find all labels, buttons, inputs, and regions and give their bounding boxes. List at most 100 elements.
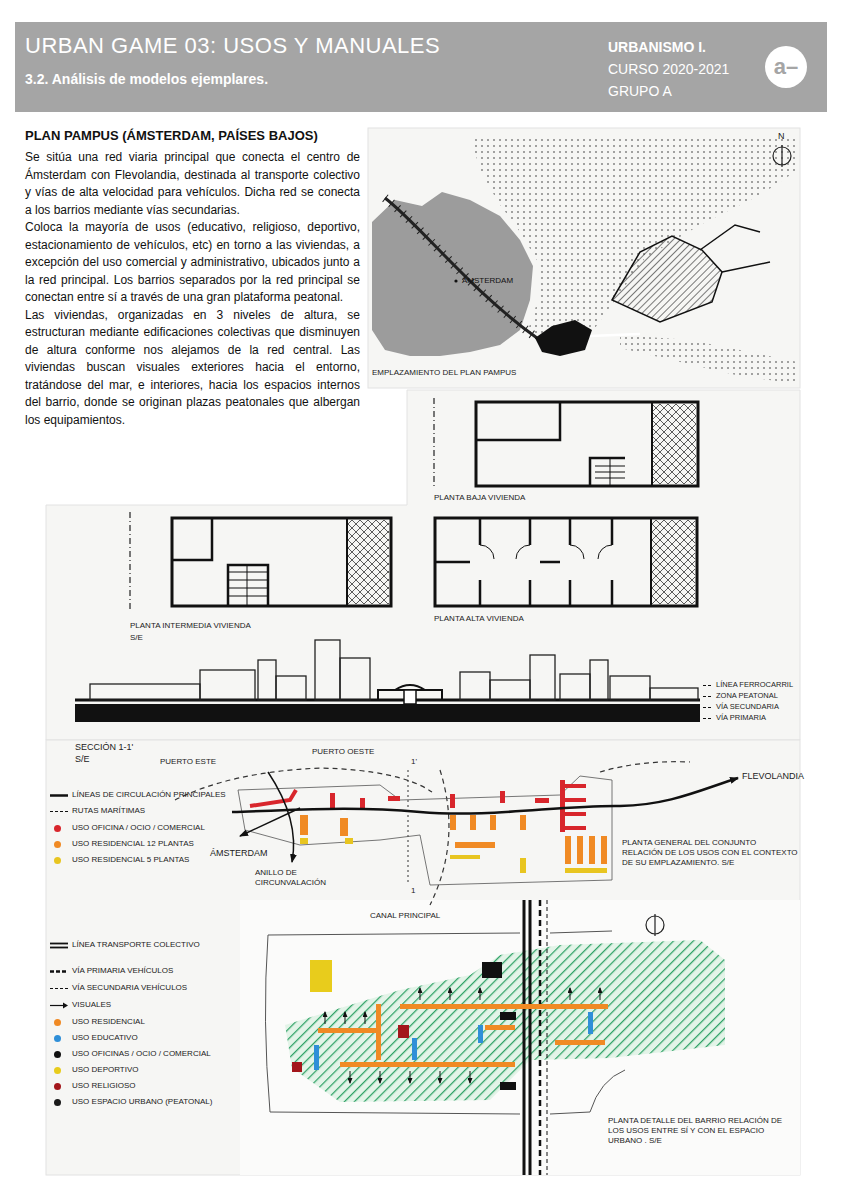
legend-row: LÍNEA TRANSPORTE COLECTIVO [50, 940, 51, 950]
page-title: URBAN GAME 03: USOS Y MANUALES [25, 32, 440, 60]
header-band: URBAN GAME 03: USOS Y MANUALES 3.2. Análi… [15, 22, 827, 112]
legend-text: VÍA SECUNDARIA VEHÍCULOS [72, 983, 187, 993]
drawing-caption: PLANTA GENERAL DEL CONJUNTO RELACIÓN DE … [622, 838, 798, 868]
legend-text: USO DEPORTIVO [72, 1065, 139, 1075]
logo-text: a– [774, 55, 798, 79]
map-label: ÁMSTERDAM [462, 276, 513, 286]
north-mark: N [778, 131, 785, 141]
legend-sample [703, 692, 713, 701]
legend-line-sample [50, 942, 68, 944]
section-mark: 1 [411, 886, 415, 896]
legend-swatch [54, 1035, 61, 1042]
map-label: PUERTO OESTE [312, 747, 374, 757]
legend-text: RUTAS MARÍTIMAS [72, 806, 145, 816]
legend-text: USO EDUCATIVO [72, 1033, 138, 1043]
legend-swatch [54, 841, 61, 848]
legend-sample [50, 984, 68, 993]
legend-line-sample [50, 1004, 64, 1005]
legend-line-sample [50, 794, 68, 797]
legend-text: USO RELIGIOSO [72, 1081, 136, 1091]
legend-text: ZONA PEATONAL [716, 691, 778, 701]
legend-text: VÍA PRIMARIA [716, 713, 766, 723]
legend-swatch [54, 1019, 61, 1026]
legend-row: LÍNEAS DE CIRCULACIÓN PRINCIPALES [50, 790, 51, 800]
legend-row: USO OFICINA / OCIO / COMERCIAL [50, 823, 51, 833]
legend-text: USO OFICINAS / OCIO / COMERCIAL [72, 1049, 211, 1059]
legend-text: LÍNEA FERROCARRIL [716, 680, 793, 690]
legend-row: USO RESIDENCIAL 12 PLANTAS [50, 839, 51, 849]
legend-row: RUTAS MARÍTIMAS [50, 806, 51, 816]
legend-row: USO ESPACIO URBANO (PEATONAL) [50, 1097, 51, 1107]
drawing-caption: PLANTA DETALLE DEL BARRIO RELACIÓN DE LO… [608, 1116, 793, 1146]
legend-row: USO RESIDENCIAL [50, 1017, 51, 1027]
legend-swatch [54, 1067, 61, 1074]
body-paragraph: Las viviendas, organizadas en 3 niveles … [25, 307, 360, 430]
legend-line-sample [50, 946, 68, 948]
logo-circle: a– [765, 46, 807, 88]
legend-line-sample [50, 987, 68, 988]
legend-row: VÍA PRIMARIA VEHÍCULOS [50, 966, 51, 976]
drawing-caption: EMPLAZAMIENTO DEL PLAN PAMPUS [372, 368, 516, 378]
drawing-caption: PLANTA ALTA VIVIENDA [434, 614, 524, 624]
legend-swatch [54, 1099, 61, 1106]
legend-swatch [54, 825, 61, 832]
map-label: ÁMSTERDAM [210, 848, 268, 859]
legend-swatch [54, 1051, 61, 1058]
legend-text: VÍA SECUNDARIA [716, 702, 779, 712]
body-paragraph: Se sitúa una red viaria principal que co… [25, 149, 360, 219]
legend-text: LÍNEA TRANSPORTE COLECTIVO [72, 940, 200, 950]
drawing-caption: SECCIÓN 1-1' [75, 742, 133, 753]
legend-swatch [54, 857, 61, 864]
legend-text: VISUALES [72, 1000, 111, 1010]
legend-text: VÍA PRIMARIA VEHÍCULOS [72, 966, 173, 976]
legend-sample [703, 703, 713, 712]
legend-sample [50, 1001, 68, 1010]
legend-row: USO DEPORTIVO [50, 1065, 51, 1075]
legend-row: USO OFICINAS / OCIO / COMERCIAL [50, 1049, 51, 1059]
header-text: 3.2. Análisis de modelos ejemplares. [25, 70, 268, 88]
map-label: PUERTO ESTE [160, 757, 216, 767]
legend-row: VÍA PRIMARIA [703, 713, 704, 723]
legend-swatch [54, 1083, 61, 1090]
section-mark: 1' [411, 757, 417, 767]
legend-text: USO OFICINA / OCIO / COMERCIAL [72, 823, 205, 833]
legend-row: ZONA PEATONAL [703, 691, 704, 701]
legend-row: USO RELIGIOSO [50, 1081, 51, 1091]
legend-row: LÍNEA FERROCARRIL [703, 680, 704, 690]
legend-sample [703, 681, 713, 690]
map-label: ANILLO DE CIRCUNVALACIÓN [255, 868, 355, 888]
legend-line-sample [703, 684, 713, 685]
legend-line-sample [703, 695, 713, 696]
legend-row: VÍA SECUNDARIA [703, 702, 704, 712]
header-text: CURSO 2020-2021 [608, 60, 729, 78]
legend-text: USO RESIDENCIAL 12 PLANTAS [72, 839, 194, 849]
legend-text: USO RESIDENCIAL [72, 1017, 145, 1027]
legend-sample [50, 941, 68, 950]
body-paragraph: Coloca la mayoría de usos (educativo, re… [25, 219, 360, 307]
legend-line-sample [50, 810, 68, 811]
legend-sample [50, 791, 68, 800]
legend-row: VÍA SECUNDARIA VEHÍCULOS [50, 983, 51, 993]
header-text: URBANISMO I. [608, 38, 706, 56]
scale-note: S/E [130, 633, 143, 643]
legend-line-sample [703, 706, 713, 707]
legend-line-sample [703, 717, 713, 718]
header-text: GRUPO A [608, 82, 672, 100]
map-label: CANAL PRINCIPAL [370, 911, 440, 921]
legend-line-sample [50, 970, 68, 973]
legend-row: USO RESIDENCIAL 5 PLANTAS [50, 855, 51, 865]
legend-row: USO EDUCATIVO [50, 1033, 51, 1043]
legend-sample [50, 967, 68, 976]
legend-text: USO ESPACIO URBANO (PEATONAL) [72, 1097, 212, 1107]
legend-arrowhead [63, 1002, 68, 1008]
legend-row: VISUALES [50, 1000, 51, 1010]
legend-sample [50, 807, 68, 816]
legend-text: LÍNEAS DE CIRCULACIÓN PRINCIPALES [72, 790, 226, 800]
legend-sample [703, 714, 713, 723]
drawing-caption: PLANTA BAJA VIVIENDA [434, 493, 525, 503]
drawing-caption: PLANTA INTERMEDIA VIVIENDA [130, 621, 251, 631]
scale-note: S/E [75, 754, 90, 765]
section-heading: PLAN PAMPUS (ÁMSTERDAM, PAÍSES BAJOS) [25, 127, 318, 144]
map-label: FLEVOLANDIA [742, 771, 804, 782]
